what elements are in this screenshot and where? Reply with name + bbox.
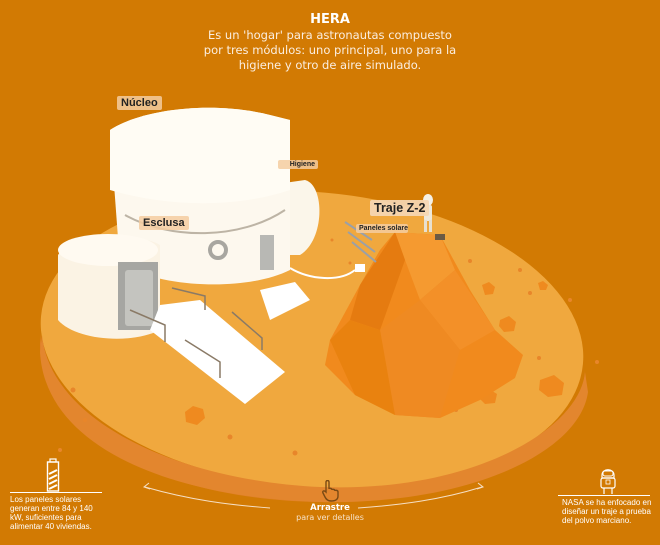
info-solar-divider (10, 492, 102, 493)
ground-pebbles (58, 238, 599, 456)
page-description: Es un 'hogar' para astronautas compuesto… (203, 28, 457, 72)
page-title: HERA (310, 12, 350, 27)
rocks (185, 281, 564, 425)
label-paneles-solares[interactable]: Paneles solares (356, 224, 408, 233)
rotate-arrows (142, 482, 485, 509)
mountain (325, 232, 523, 418)
drag-title: Arrastre (310, 503, 350, 513)
drag-subtitle: para ver detalles (296, 513, 364, 522)
battery-icon (46, 458, 60, 492)
hand-pointer-icon (322, 480, 339, 502)
header: HERA Es un 'hogar' para astronautas comp… (0, 12, 660, 73)
label-nucleo[interactable]: Núcleo (117, 96, 162, 110)
info-suit: NASA se ha enfocado en diseñar un traje … (558, 465, 654, 525)
core-module (110, 107, 290, 285)
info-suit-text: NASA se ha enfocado en diseñar un traje … (562, 498, 652, 525)
info-suit-divider (558, 495, 650, 496)
drag-hint[interactable]: Arrastre para ver detalles (0, 480, 660, 522)
astronaut-icon (600, 469, 616, 494)
label-higiene[interactable]: Higiene (278, 160, 318, 169)
label-traje-z2[interactable]: Traje Z-2 (370, 200, 430, 216)
label-esclusa[interactable]: Esclusa (139, 216, 189, 230)
airlock-module (58, 234, 160, 339)
info-solar: Los paneles solares generan entre 84 y 1… (10, 458, 102, 531)
ramp (129, 282, 310, 404)
info-solar-text: Los paneles solares generan entre 84 y 1… (10, 495, 93, 531)
